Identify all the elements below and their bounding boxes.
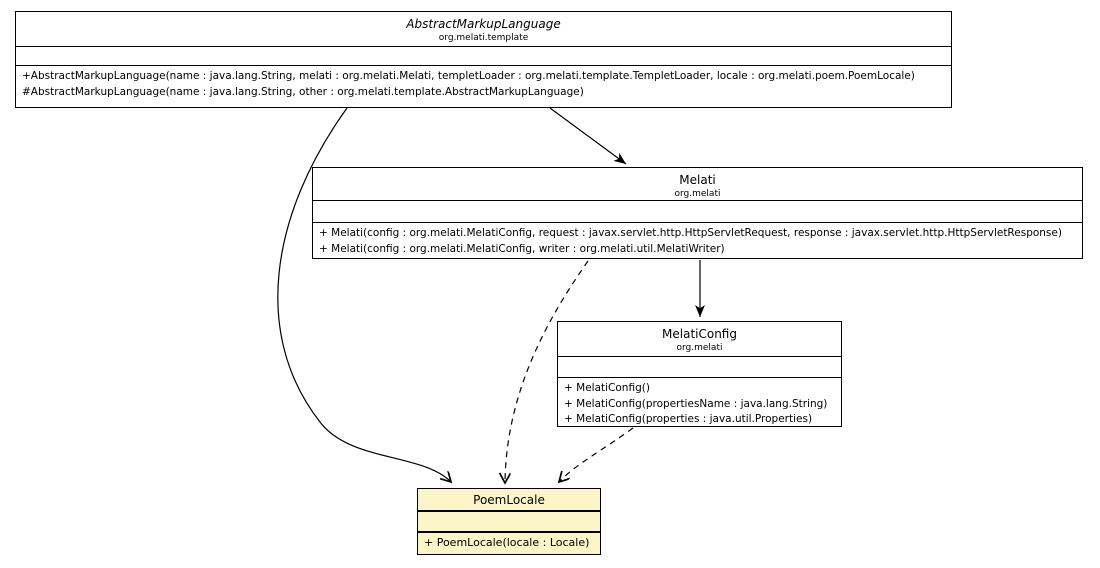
method-signature: + MelatiConfig(properties : java.util.Pr… xyxy=(564,413,813,425)
class-name: AbstractMarkupLanguage xyxy=(406,17,561,31)
method-signature: +AbstractMarkupLanguage(name : java.lang… xyxy=(22,70,915,82)
class-name: MelatiConfig xyxy=(662,327,737,341)
class-name: PoemLocale xyxy=(473,493,545,507)
class-package: org.melati.template xyxy=(438,33,529,43)
class-header: Melati org.melati xyxy=(313,168,1082,201)
attributes-compartment xyxy=(558,357,841,378)
method-signature: + PoemLocale(locale : Locale) xyxy=(424,536,590,549)
class-name: Melati xyxy=(679,173,716,187)
attributes-compartment xyxy=(418,512,600,533)
class-header: AbstractMarkupLanguage org.melati.templa… xyxy=(16,12,951,47)
methods-compartment: + MelatiConfig() + MelatiConfig(properti… xyxy=(558,378,841,428)
class-box-poemlocale[interactable]: PoemLocale + PoemLocale(locale : Locale) xyxy=(417,488,601,555)
edge-melaticonfig-to-poemlocale xyxy=(559,427,634,482)
method-signature: #AbstractMarkupLanguage(name : java.lang… xyxy=(22,85,584,98)
methods-compartment: +AbstractMarkupLanguage(name : java.lang… xyxy=(16,66,951,107)
class-package: org.melati xyxy=(676,343,723,353)
class-package: org.melati xyxy=(674,189,721,199)
class-header: PoemLocale xyxy=(418,489,600,512)
method-signature: + Melati(config : org.melati.MelatiConfi… xyxy=(319,242,725,255)
edge-aml-to-melati xyxy=(549,107,627,165)
attributes-compartment xyxy=(16,47,951,66)
method-signature: + MelatiConfig() xyxy=(564,382,650,394)
class-box-melaticonfig[interactable]: MelatiConfig org.melati + MelatiConfig()… xyxy=(557,321,842,427)
methods-compartment: + PoemLocale(locale : Locale) xyxy=(418,533,600,554)
attributes-compartment xyxy=(313,201,1082,223)
class-box-melati[interactable]: Melati org.melati + Melati(config : org.… xyxy=(312,167,1083,259)
edge-aml-to-poemlocale xyxy=(277,107,451,482)
class-box-abstractmarkuplanguage[interactable]: AbstractMarkupLanguage org.melati.templa… xyxy=(15,11,952,108)
methods-compartment: + Melati(config : org.melati.MelatiConfi… xyxy=(313,223,1082,258)
class-header: MelatiConfig org.melati xyxy=(558,322,841,357)
method-signature: + Melati(config : org.melati.MelatiConfi… xyxy=(319,227,1062,239)
method-signature: + MelatiConfig(propertiesName : java.lan… xyxy=(564,397,828,410)
